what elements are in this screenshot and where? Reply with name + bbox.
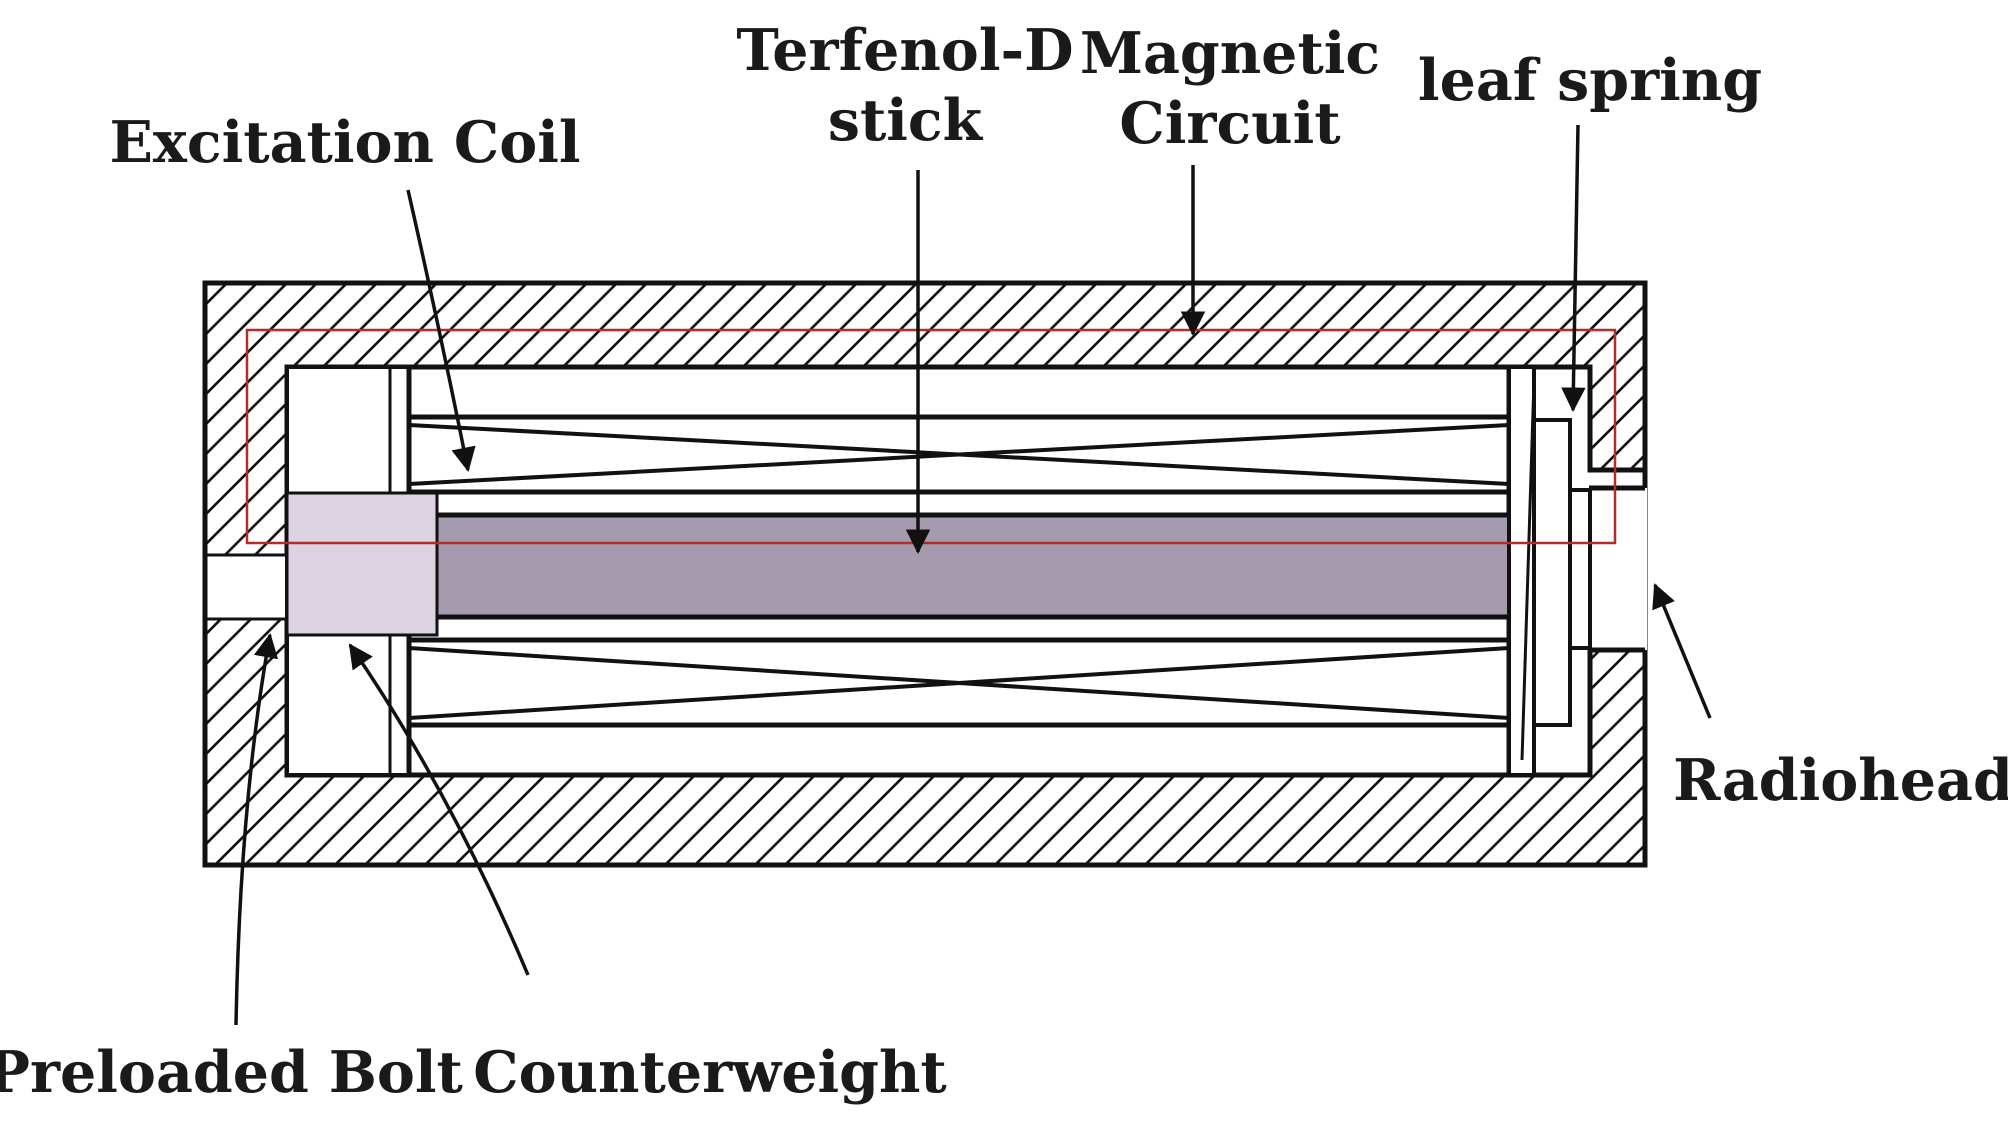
- terfenol-rod: [405, 512, 1513, 620]
- label-preloaded-bolt: Preloaded Bolt: [0, 1039, 464, 1106]
- label-leaf-spring: leaf spring: [1418, 47, 1762, 114]
- arrow-excitation-coil: [406, 189, 476, 473]
- leaf-spring-plate: [1532, 418, 1572, 727]
- labels: Terfenol-D stick Magnetic Circuit leaf s…: [0, 17, 2008, 1106]
- label-counterweight: Counterweight: [473, 1039, 947, 1106]
- label-terfenol-line2: stick: [828, 87, 984, 154]
- label-magnetic-line2: Circuit: [1119, 90, 1341, 157]
- arrow-counterweight: [348, 643, 530, 976]
- label-terfenol-line1: Terfenol-D: [736, 17, 1073, 84]
- arrow-preloaded-bolt: [234, 632, 279, 1026]
- label-magnetic-line1: Magnetic: [1080, 20, 1380, 87]
- internal-parts: [285, 364, 1592, 778]
- radiohead-stem: [1568, 488, 1592, 650]
- arrow-leaf-spring: [1561, 124, 1586, 413]
- arrow-radiohead: [1652, 583, 1712, 719]
- label-excitation-coil: Excitation Coil: [109, 109, 580, 176]
- label-radiohead: Radiohead: [1673, 747, 2008, 814]
- flux-path: [245, 328, 1617, 545]
- upper-coil: [406, 414, 1512, 495]
- leader-arrows: [234, 124, 1712, 1026]
- output-slot: [1589, 488, 1647, 650]
- housing: [202, 280, 1648, 868]
- lower-coil: [406, 637, 1512, 728]
- preloaded-bolt-head: [285, 491, 439, 637]
- bolt-hole: [204, 553, 290, 621]
- right-end-plate: [1507, 365, 1536, 777]
